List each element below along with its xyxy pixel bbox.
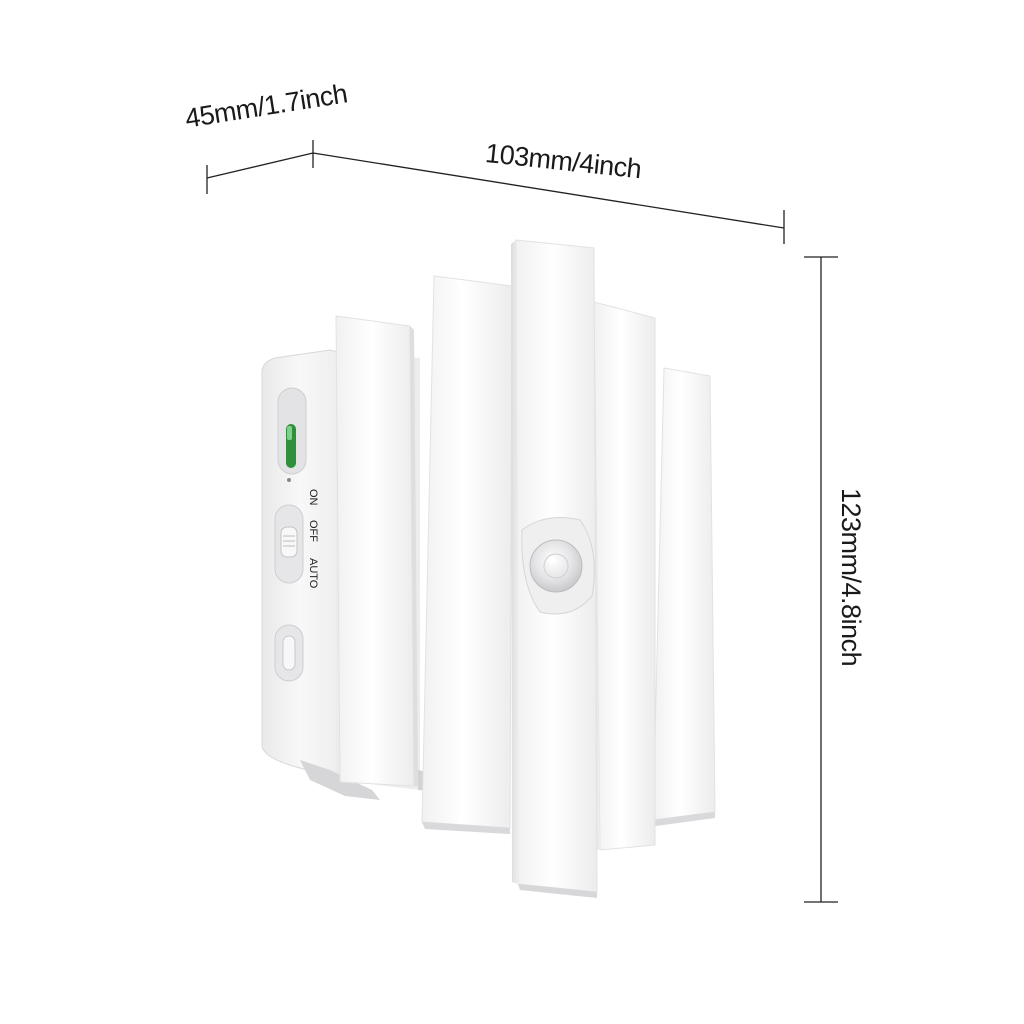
decorative-slats [335,239,716,898]
switch-label-on: ON [307,489,319,506]
dimension-lines [206,140,838,903]
motion-sensor [521,517,595,615]
switch-label-auto: AUTO [307,558,319,589]
depth-dimension-line [206,152,314,179]
side-controls [274,387,307,682]
height-dimension-label: 123mm/4.8inch [836,488,866,667]
switch-label-off: OFF [307,520,319,542]
width-dimension-line [312,152,785,229]
